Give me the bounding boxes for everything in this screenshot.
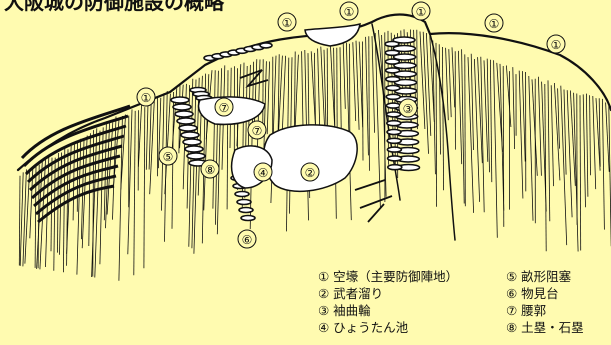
marker-2: ② xyxy=(301,163,319,181)
marker-4: ④ xyxy=(254,163,272,181)
marker-6: ⑥ xyxy=(238,230,256,248)
legend: ① 空壕（主要防御陣地） ⑤ 畝形阻塞 ② 武者溜り ⑥ 物見台 ③ 袖曲輪 ⑦… xyxy=(318,268,610,336)
summit-area xyxy=(305,24,360,46)
svg-text:⑦: ⑦ xyxy=(252,124,263,138)
marker-1c: ① xyxy=(412,2,430,20)
legend-item: ⑧ 土塁・石塁 xyxy=(506,319,584,336)
marker-1a: ① xyxy=(278,13,296,31)
marker-1e: ① xyxy=(547,35,565,53)
legend-item: ⑥ 物見台 xyxy=(506,285,559,302)
page-title: 大阪城の防御施設の概略 xyxy=(4,0,225,14)
marker-3: ③ xyxy=(399,99,417,117)
left-terraces xyxy=(22,106,130,222)
marker-1b: ① xyxy=(340,2,358,20)
svg-text:⑧: ⑧ xyxy=(205,163,216,177)
legend-row: ④ ひょうたん池 ⑧ 土塁・石塁 xyxy=(318,319,610,336)
svg-text:②: ② xyxy=(305,166,316,180)
legend-item: ② 武者溜り xyxy=(318,285,506,302)
svg-text:①: ① xyxy=(282,16,293,30)
svg-text:①: ① xyxy=(141,91,152,105)
svg-text:①: ① xyxy=(344,5,355,19)
svg-text:③: ③ xyxy=(403,102,414,116)
legend-row: ③ 袖曲輪 ⑦ 腰郭 xyxy=(318,302,610,319)
svg-text:⑥: ⑥ xyxy=(242,233,253,247)
svg-text:①: ① xyxy=(551,38,562,52)
svg-text:⑦: ⑦ xyxy=(219,101,230,115)
legend-row: ② 武者溜り ⑥ 物見台 xyxy=(318,285,610,302)
marker-7b: ⑦ xyxy=(248,121,266,139)
legend-item: ⑤ 畝形阻塞 xyxy=(506,268,571,285)
legend-row: ① 空壕（主要防御陣地） ⑤ 畝形阻塞 xyxy=(318,268,610,285)
svg-text:⑤: ⑤ xyxy=(163,150,174,164)
marker-1d: ① xyxy=(485,14,503,32)
svg-text:①: ① xyxy=(489,17,500,31)
entry-arrow-icon xyxy=(355,180,392,222)
legend-item: ④ ひょうたん池 xyxy=(318,319,506,336)
svg-text:④: ④ xyxy=(258,166,269,180)
legend-item: ① 空壕（主要防御陣地） xyxy=(318,268,506,285)
marker-5: ⑤ xyxy=(159,147,177,165)
svg-text:①: ① xyxy=(416,5,427,19)
marker-7a: ⑦ xyxy=(215,98,233,116)
marker-8: ⑧ xyxy=(201,160,219,178)
legend-item: ⑦ 腰郭 xyxy=(506,302,546,319)
legend-item: ③ 袖曲輪 xyxy=(318,302,506,319)
marker-1f: ① xyxy=(137,88,155,106)
